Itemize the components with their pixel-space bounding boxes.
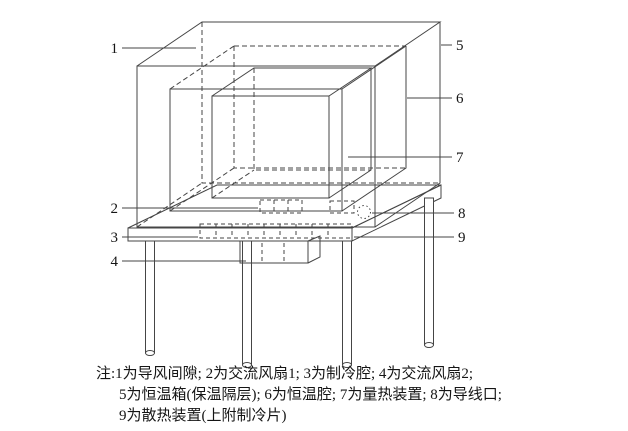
caption-line-3: 9为散热装置(上附制冷片) (119, 408, 287, 424)
label-9-heat-sink: 9 (458, 230, 466, 246)
middle-box-chamber (169, 45, 407, 212)
label-1-air-gap: 1 (111, 41, 119, 57)
caption-line-2: 5为恒温箱(保温隔层); 6为恒温腔; 7为量热装置; 8为导线口; (119, 387, 502, 403)
table-legs (145, 197, 434, 368)
label-3-cooling-chamber: 3 (111, 230, 119, 246)
label-8-wire-port: 8 (458, 206, 466, 222)
ac-fan-2 (239, 235, 321, 264)
label-2-ac-fan-1: 2 (111, 201, 119, 217)
figure-caption: 注:1为导风间隙; 2为交流风扇1; 3为制冷腔; 4为交流风扇2; 5为恒温箱… (96, 364, 502, 427)
wire-port (357, 205, 371, 219)
label-7-calorimeter: 7 (456, 150, 464, 166)
cooling-plate (329, 200, 355, 214)
leader-lines (122, 44, 454, 262)
label-5-thermostat-box: 5 (456, 38, 464, 54)
label-6-thermostat-chamber: 6 (456, 91, 464, 107)
outer-box-thermostat (136, 21, 442, 228)
inner-cube-calorimeter (211, 67, 373, 199)
caption-line-1: 注:1为导风间隙; 2为交流风扇1; 3为制冷腔; 4为交流风扇2; (96, 366, 474, 382)
heat-sink-cooling-chamber (199, 223, 353, 239)
ac-fan-1 (259, 199, 303, 214)
label-4-ac-fan-2: 4 (111, 254, 119, 270)
